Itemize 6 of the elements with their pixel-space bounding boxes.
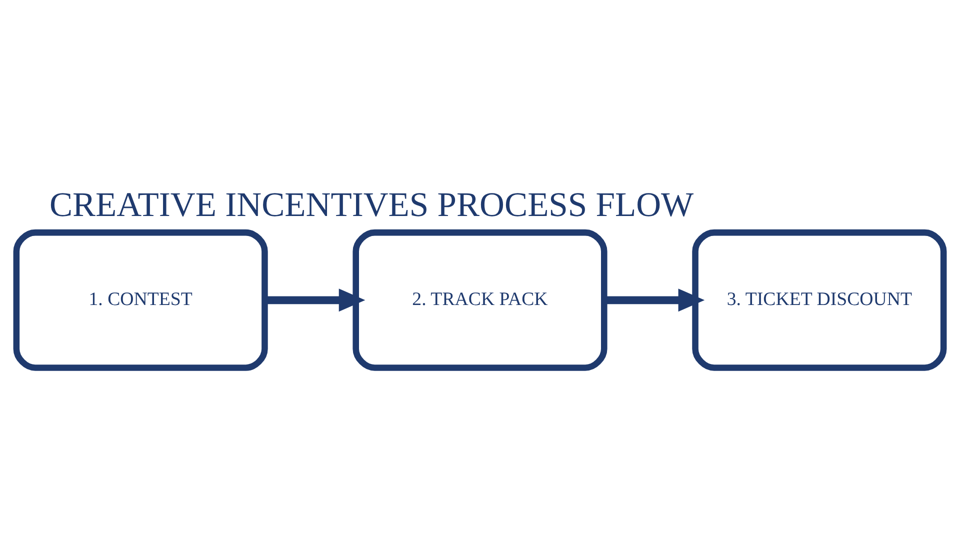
node-box: 2. TRACK PACK — [352, 228, 608, 370]
arrow — [604, 288, 705, 312]
node-box: 3. TICKET DISCOUNT — [692, 228, 947, 370]
arrow — [264, 288, 366, 312]
node-box: 1. CONTEST — [13, 228, 268, 370]
diagram-title: CREATIVE INCENTIVES PROCESS FLOW — [49, 186, 694, 224]
